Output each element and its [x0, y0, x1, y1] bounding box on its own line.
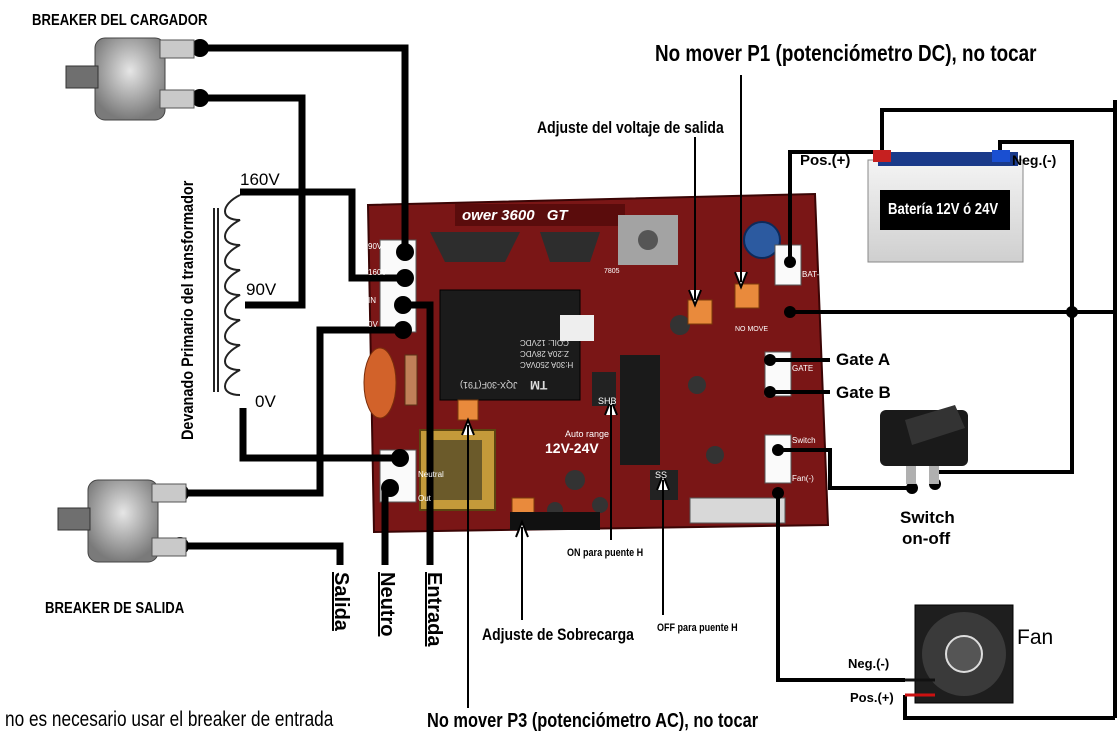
fan-icon: [905, 604, 1014, 704]
voltage-adjust-label: Adjuste del voltaje de salida: [537, 118, 724, 137]
switch-label: Switch: [900, 508, 955, 527]
relay-brand: TM: [530, 378, 548, 392]
transformer-label: Devanado Primario del transformador: [178, 180, 197, 440]
battery-label: Batería 12V ó 24V: [888, 201, 999, 218]
board-conn-in: IN: [368, 296, 376, 305]
relay-spec2: Z:20A 28VDC: [520, 349, 569, 358]
control-board: [366, 192, 830, 534]
overload-adjust-label: Adjuste de Sobrecarga: [482, 625, 634, 644]
board-range-label: Auto range: [565, 429, 610, 439]
board-7805: 7805: [604, 268, 620, 275]
title-dc-warning: No mover P1 (potenciómetro DC), no tocar: [655, 40, 1037, 66]
board-conn-fan: Fan(-): [792, 474, 814, 483]
breaker-charger: [65, 37, 195, 121]
battery-neg-label: Neg.(-): [1012, 152, 1057, 168]
relay-spec1: H:30A 250VAC: [520, 360, 574, 369]
board-conn-gate: GATE: [792, 364, 814, 373]
fan-pos-label: Pos.(+): [850, 690, 894, 705]
relay-coil: COIL: 12VDC: [520, 338, 569, 347]
breaker-output-label: BREAKER DE SALIDA: [45, 600, 185, 617]
h-bridge-off-label: OFF para puente H: [657, 622, 738, 634]
relay-model: JQX-30F(T91): [460, 380, 518, 390]
rocker-switch-icon: [880, 405, 968, 484]
switch-label-2: on-off: [902, 529, 951, 548]
board-ss: SS: [655, 470, 668, 480]
gate-a-label: Gate A: [836, 350, 891, 369]
board-conn-bat: BAT-: [802, 270, 820, 279]
battery-icon: [867, 150, 1024, 263]
terminal-neutro-label: Neutro: [376, 572, 398, 637]
battery-pos-label: Pos.(+): [800, 152, 851, 169]
annotation-arrows: [461, 75, 748, 708]
board-no-move: NO MOVE: [735, 326, 769, 333]
gate-b-label: Gate B: [836, 383, 891, 402]
terminal-salida-label: Salida: [330, 572, 352, 631]
board-conn-switch: Switch: [792, 436, 816, 445]
board-shb: SHB: [598, 396, 617, 406]
board-conn-neutral: Neutral: [418, 470, 444, 479]
tap-160v: 160V: [240, 170, 280, 189]
board-conn-90v: 90V: [368, 242, 383, 251]
board-range: 12V-24V: [545, 440, 599, 456]
fan-neg-label: Neg.(-): [848, 656, 890, 671]
tap-90v: 90V: [246, 280, 277, 299]
terminal-entrada-label: Entrada: [423, 572, 445, 647]
board-conn-160v: 160V: [368, 268, 387, 277]
footnote: no es necesario usar el breaker de entra…: [5, 708, 334, 731]
transformer-coil: [213, 194, 241, 396]
breaker-output: [57, 479, 187, 563]
board-conn-out: Out: [418, 494, 431, 503]
fan-label: Fan: [1017, 626, 1054, 649]
tap-0v: 0V: [255, 392, 276, 411]
board-conn-0v: 0V: [368, 320, 378, 329]
title-ac-warning: No mover P3 (potenciómetro AC), no tocar: [427, 710, 759, 732]
h-bridge-on-label: ON para puente H: [567, 547, 644, 559]
breaker-charger-label: BREAKER DEL CARGADOR: [32, 12, 208, 29]
board-brand: ower 3600 GT: [462, 207, 568, 224]
